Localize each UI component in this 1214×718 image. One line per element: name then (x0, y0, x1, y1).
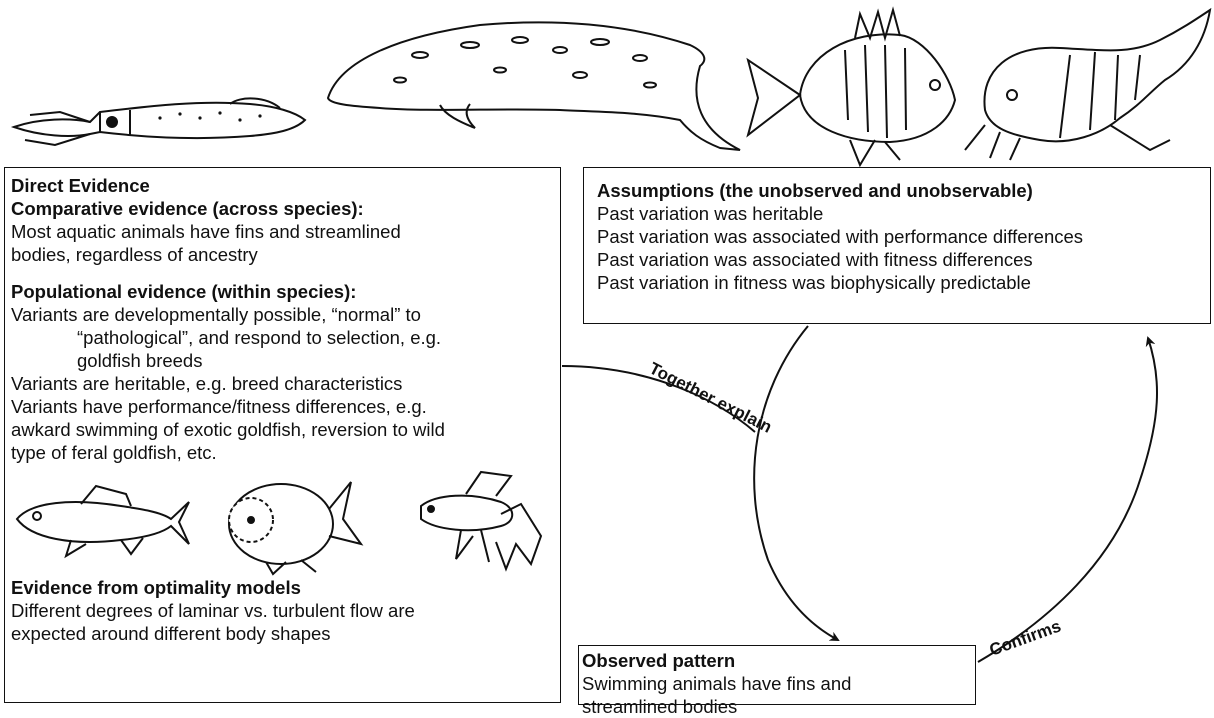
observed-pattern-box: Observed pattern Swimming animals have f… (578, 645, 976, 705)
populational-line-5: Variants have performance/fitness differ… (11, 395, 560, 418)
observed-line-2: streamlined bodies (582, 695, 975, 718)
wild-goldfish-drawing (17, 486, 189, 556)
populational-evidence-title: Populational evidence (within species): (11, 280, 560, 303)
optimality-title: Evidence from optimality models (11, 576, 560, 599)
left-arc-arrow (754, 326, 838, 640)
confirms-label: Confirms (987, 616, 1064, 659)
right-arc-arrow (978, 338, 1157, 662)
comparative-line-1: Most aquatic animals have fins and strea… (11, 220, 560, 243)
goldfish-illustrations (11, 464, 560, 576)
comparative-line-2: bodies, regardless of ancestry (11, 243, 560, 266)
observed-line-1: Swimming animals have fins and (582, 672, 975, 695)
assumptions-box: Assumptions (the unobserved and unobserv… (583, 167, 1211, 324)
squid-drawing (14, 98, 305, 145)
assumption-line-1: Past variation was heritable (597, 202, 1210, 225)
fancy-goldfish-drawing (421, 472, 541, 569)
populational-line-3: goldfish breeds (11, 349, 560, 372)
direct-evidence-box: Direct Evidence Comparative evidence (ac… (4, 167, 561, 703)
whale-drawing (328, 22, 740, 150)
spiny-fish-drawing (748, 10, 955, 165)
direct-evidence-heading: Direct Evidence (11, 174, 560, 197)
observed-title: Observed pattern (582, 649, 975, 672)
assumption-line-4: Past variation in fitness was biophysica… (597, 271, 1210, 294)
populational-line-4: Variants are heritable, e.g. breed chara… (11, 372, 560, 395)
assumption-line-2: Past variation was associated with perfo… (597, 225, 1210, 248)
bubble-eye-goldfish-drawing (229, 482, 361, 574)
sea-scorpion-drawing (965, 10, 1210, 160)
assumption-line-3: Past variation was associated with fitne… (597, 248, 1210, 271)
populational-line-1: Variants are developmentally possible, “… (11, 303, 560, 326)
comparative-evidence-title: Comparative evidence (across species): (11, 197, 560, 220)
populational-line-6: awkard swimming of exotic goldfish, reve… (11, 418, 560, 441)
optimality-line-2: expected around different body shapes (11, 622, 560, 645)
together-explain-label: Together explain (646, 359, 775, 437)
populational-line-2: “pathological”, and respond to selection… (11, 326, 560, 349)
assumptions-title: Assumptions (the unobserved and unobserv… (597, 179, 1210, 202)
optimality-line-1: Different degrees of laminar vs. turbule… (11, 599, 560, 622)
populational-line-7: type of feral goldfish, etc. (11, 441, 560, 464)
